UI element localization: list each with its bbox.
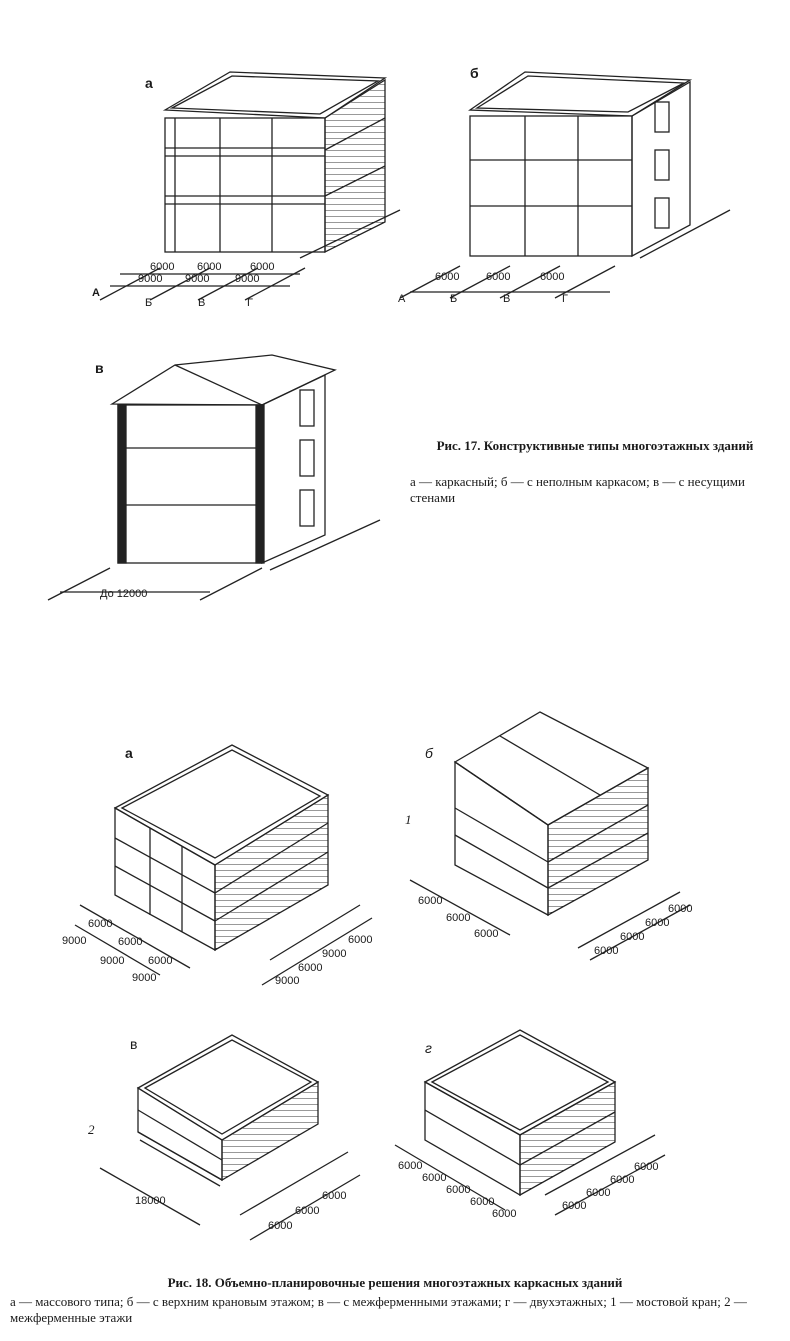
fig18b-letter: б: [425, 745, 433, 761]
fig18b-dim-r-1: 6000: [594, 945, 619, 957]
fig18c-span: 18000: [135, 1195, 166, 1207]
fig17a-axis-v: В: [198, 297, 206, 309]
fig18a-dim-lt-2: 6000: [118, 936, 143, 948]
fig18-caption-body: а — массового типа; б — с верхним кранов…: [10, 1294, 747, 1325]
fig18a-dim-r-1: 9000: [275, 975, 300, 987]
fig18b-dim-l-2: 6000: [446, 912, 471, 924]
fig18a-dim-lb-3: 9000: [132, 972, 157, 984]
fig18c-marker-2: 2: [88, 1122, 95, 1137]
fig18d-dim-l-4: 6000: [470, 1196, 495, 1208]
fig17b-axis-a: А: [398, 293, 406, 305]
fig18a-dim-r-2: 6000: [298, 962, 323, 974]
fig18a-dim-r-3: 9000: [322, 948, 347, 960]
fig17a-dim-bottom-3: 9000: [235, 273, 260, 285]
fig18b-dim-l-3: 6000: [474, 928, 499, 940]
fig17b-dim-2: 6000: [486, 271, 511, 283]
fig17b-axis-g: Г: [562, 293, 568, 305]
fig17a-dim-top-3: 6000: [250, 261, 275, 273]
fig17a-building: [162, 71, 388, 254]
fig18b-dim-r-4: 6000: [668, 903, 693, 915]
fig18c-dim-r-1: 6000: [268, 1220, 293, 1232]
fig17b-letter: б: [470, 65, 479, 81]
fig17a-dim-top-1: 6000: [150, 261, 175, 273]
fig18a-dim-lb-1: 9000: [62, 935, 87, 947]
fig17a-dim-bottom-2: 9000: [185, 273, 210, 285]
fig18a-letter: а: [125, 745, 133, 761]
fig17a-axis-a: А: [92, 287, 100, 299]
fig18d-dim-l-1: 6000: [398, 1160, 423, 1172]
fig17b-building: [468, 71, 693, 258]
fig18c-building: [136, 1034, 320, 1187]
fig17b-axis-b: Б: [450, 293, 458, 305]
fig18d-dim-r-4: 6000: [634, 1161, 659, 1173]
fig17a-axis-g: Г: [247, 297, 253, 309]
fig18b-dim-r-2: 6000: [620, 931, 645, 943]
fig18d-building: [423, 1029, 617, 1197]
fig18c-letter: в: [130, 1036, 138, 1052]
fig18b-building: [453, 711, 650, 917]
fig18a-dim-lb-2: 9000: [100, 955, 125, 967]
fig17b-axis-v: В: [503, 293, 511, 305]
fig17c-span: До 12000: [100, 588, 148, 600]
fig18d-letter: г: [425, 1040, 432, 1056]
fig18a-dim-lt-1: 6000: [88, 918, 113, 930]
fig17b-dim-1: 6000: [435, 271, 460, 283]
fig18c-dim-r-2: 6000: [295, 1205, 320, 1217]
fig18c-dim-r-3: 6000: [322, 1190, 347, 1202]
fig17-caption-body: а — каркасный; б — с неполным каркасом; …: [410, 474, 745, 505]
fig17c-letter: в: [95, 360, 104, 376]
fig18a-dim-lt-3: 6000: [148, 955, 173, 967]
fig18a-dim-r-4: 6000: [348, 934, 373, 946]
fig18d-dim-r-3: 6000: [610, 1174, 635, 1186]
fig18b-dim-l-1: 6000: [418, 895, 443, 907]
fig18b-dim-r-3: 6000: [645, 917, 670, 929]
fig18-caption-title: Рис. 18. Объемно-планировочные решения м…: [167, 1275, 623, 1290]
fig17a-dim-top-2: 6000: [197, 261, 222, 273]
fig18b-marker-1: 1: [405, 812, 412, 827]
fig18d-dim-l-3: 6000: [446, 1184, 471, 1196]
fig18d-dim-r-2: 6000: [586, 1187, 611, 1199]
fig18a-building: [113, 744, 330, 952]
fig17a-dim-bottom-1: 9000: [138, 273, 163, 285]
fig18d-dim-l-5: 6000: [492, 1208, 517, 1220]
fig17b-dim-3: 6000: [540, 271, 565, 283]
fig17-caption-title: Рис. 17. Конструктивные типы многоэтажны…: [436, 438, 754, 453]
fig17a-axis-b: Б: [145, 297, 153, 309]
fig18d-dim-l-2: 6000: [422, 1172, 447, 1184]
fig17c-building: [109, 354, 337, 565]
fig18d-dim-r-1: 6000: [562, 1200, 587, 1212]
fig17a-letter: а: [145, 75, 153, 91]
